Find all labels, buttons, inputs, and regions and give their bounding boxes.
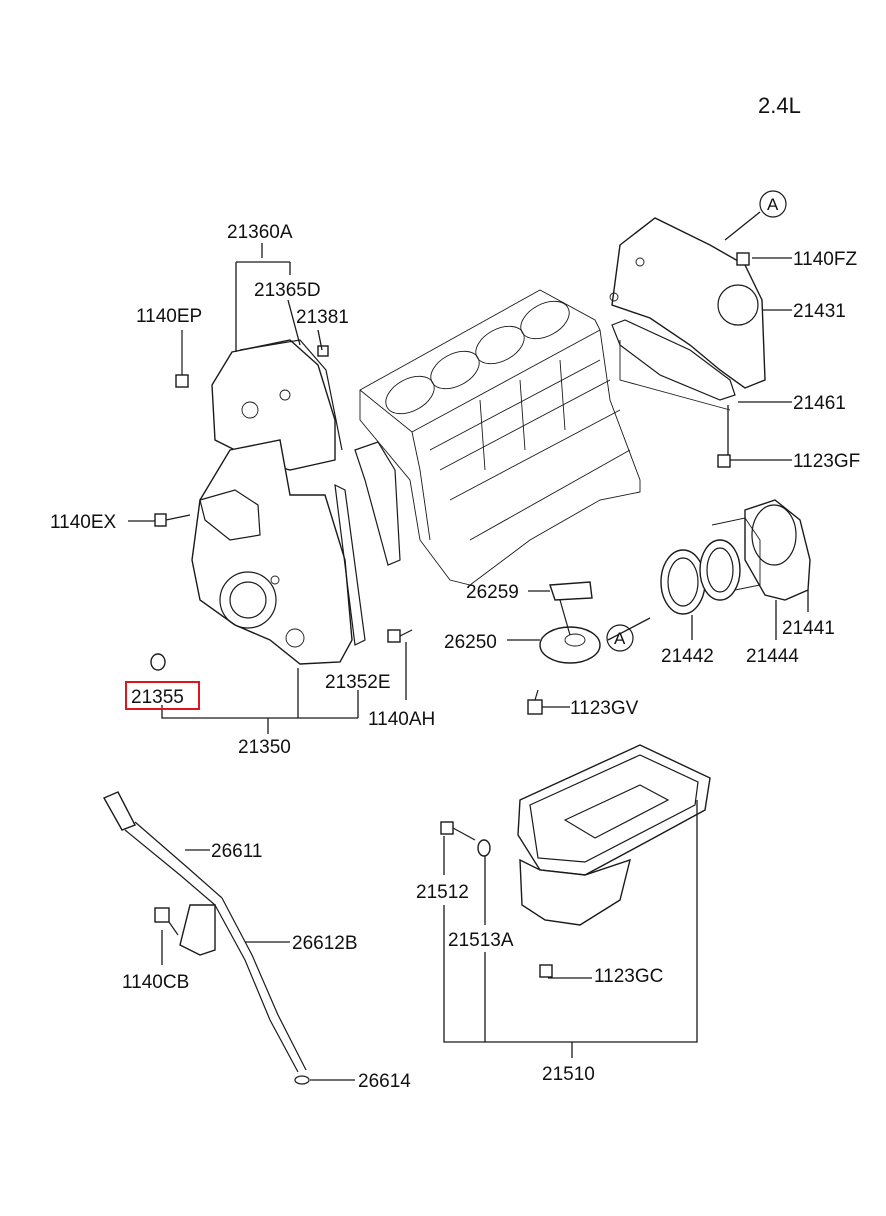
label-1140FZ[interactable]: 1140FZ <box>793 249 857 270</box>
engine-block <box>359 289 641 586</box>
callout-a-top-label: A <box>767 195 779 214</box>
engine-size-label: 2.4L <box>758 93 801 118</box>
label-21512[interactable]: 21512 <box>416 882 469 903</box>
callout-a-bottom-label: A <box>614 629 626 648</box>
rear-plate-21431 <box>609 217 766 389</box>
label-21461[interactable]: 21461 <box>793 393 846 414</box>
label-21442[interactable]: 21442 <box>661 646 714 667</box>
label-21360A[interactable]: 21360A <box>227 222 293 243</box>
washer-21513A <box>477 839 491 857</box>
label-26611[interactable]: 26611 <box>211 841 262 862</box>
oil-seals <box>660 539 741 615</box>
label-21431[interactable]: 21431 <box>793 301 846 322</box>
plug-21355 <box>150 653 166 671</box>
bolt-1140FZ <box>736 252 750 266</box>
label-26250[interactable]: 26250 <box>444 632 497 653</box>
bolt-1123GC <box>539 964 553 978</box>
part-labels: 21360A 21365D 1140EP 21381 1140EX 21355 … <box>50 222 860 1092</box>
label-21381[interactable]: 21381 <box>296 307 349 328</box>
label-21350[interactable]: 21350 <box>238 737 291 758</box>
leader-lines <box>128 211 809 1081</box>
label-21365D[interactable]: 21365D <box>254 280 321 301</box>
bolt-1140CB <box>154 907 179 936</box>
bolt-21512 <box>440 821 476 841</box>
label-21441[interactable]: 21441 <box>782 618 835 639</box>
label-1140EP[interactable]: 1140EP <box>136 306 202 327</box>
label-26614[interactable]: 26614 <box>358 1071 411 1092</box>
label-1123GF[interactable]: 1123GF <box>793 451 860 472</box>
label-1123GC[interactable]: 1123GC <box>594 966 663 987</box>
label-21352E[interactable]: 21352E <box>325 672 391 693</box>
timing-belt-cover-upper <box>211 339 343 471</box>
label-1123GV[interactable]: 1123GV <box>570 698 639 719</box>
cover-21461 <box>611 319 736 411</box>
label-1140AH[interactable]: 1140AH <box>368 709 435 730</box>
label-26259[interactable]: 26259 <box>466 582 519 603</box>
callout-a-bottom: A <box>606 624 634 652</box>
label-1140CB[interactable]: 1140CB <box>122 972 189 993</box>
bolt-1123GF <box>717 454 731 468</box>
bolt-1123GV <box>527 689 543 715</box>
label-26612B[interactable]: 26612B <box>292 933 358 954</box>
gaskets-strip <box>334 441 401 646</box>
label-1140EX[interactable]: 1140EX <box>50 512 117 533</box>
highlight-box-21355 <box>125 681 200 710</box>
label-21355[interactable]: 21355 <box>131 687 184 708</box>
bolt-1140EX <box>154 513 191 527</box>
label-21444[interactable]: 21444 <box>746 646 799 667</box>
bolt-1140EP <box>175 332 189 388</box>
callout-a-top: A <box>759 190 787 218</box>
label-21510[interactable]: 21510 <box>542 1064 595 1085</box>
bolt-21381 <box>317 345 329 357</box>
oil-pan-21510 <box>517 744 711 926</box>
label-21513A[interactable]: 21513A <box>448 930 514 951</box>
oil-strainer-26250 <box>539 581 601 664</box>
oil-dipstick-26611 <box>103 791 310 1085</box>
bolt-1140AH <box>387 629 413 643</box>
timing-belt-cover-lower <box>191 439 353 665</box>
